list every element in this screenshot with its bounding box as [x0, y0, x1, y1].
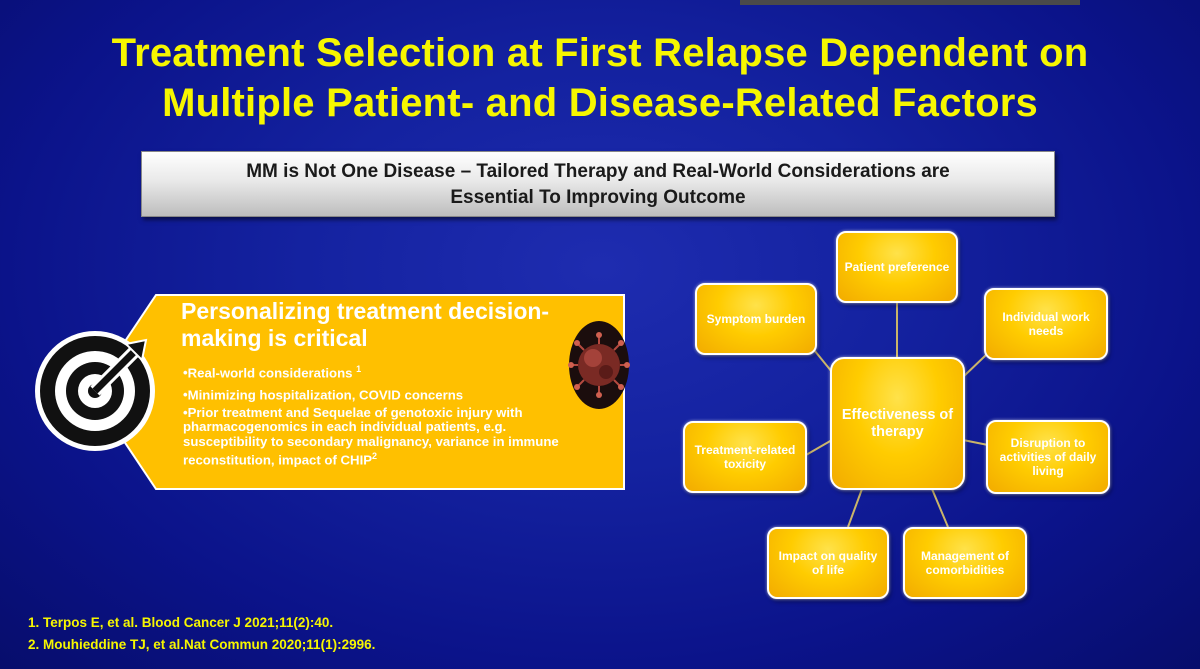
subtitle-banner: MM is Not One Disease – Tailored Therapy… — [141, 151, 1055, 217]
callout-bullet-list: Real-world considerations 1 Minimizing h… — [183, 362, 583, 471]
reference-1: 1. Terpos E, et al. Blood Cancer J 2021;… — [28, 615, 334, 630]
title-line-1: Treatment Selection at First Relapse Dep… — [111, 31, 1089, 75]
coronavirus-image — [568, 320, 630, 410]
node-management-comorbidities: Management of comorbidities — [903, 527, 1027, 599]
banner-line-2: Essential To Improving Outcome — [450, 187, 746, 208]
node-disruption-daily-living: Disruption to activities of daily living — [986, 420, 1110, 494]
references: 1. Terpos E, et al. Blood Cancer J 2021;… — [28, 612, 375, 656]
target-arrow-icon — [34, 330, 156, 452]
node-effectiveness-of-therapy: Effectiveness of therapy — [830, 357, 965, 490]
node-patient-preference: Patient preference — [836, 231, 958, 303]
reference-2: 2. Mouhieddine TJ, et al.Nat Commun 2020… — [28, 637, 376, 652]
callout-bullet-2: Minimizing hospitalization, COVID concer… — [183, 384, 583, 403]
callout-title: Personalizing treatment decision-making … — [181, 298, 550, 351]
node-impact-quality-of-life: Impact on quality of life — [767, 527, 889, 599]
top-bar — [740, 0, 1080, 5]
slide-title: Treatment Selection at First Relapse Dep… — [30, 28, 1170, 128]
node-symptom-burden: Symptom burden — [695, 283, 817, 355]
banner-line-1: MM is Not One Disease – Tailored Therapy… — [246, 161, 950, 182]
title-line-2: Multiple Patient- and Disease-Related Fa… — [162, 81, 1038, 125]
node-treatment-related-toxicity: Treatment-related toxicity — [683, 421, 807, 493]
callout-bullet-3: Prior treatment and Sequelae of genotoxi… — [183, 405, 583, 468]
callout-bullet-1: Real-world considerations 1 — [183, 362, 583, 381]
node-individual-work-needs: Individual work needs — [984, 288, 1108, 360]
personalizing-callout: Personalizing treatment decision-making … — [90, 294, 625, 490]
